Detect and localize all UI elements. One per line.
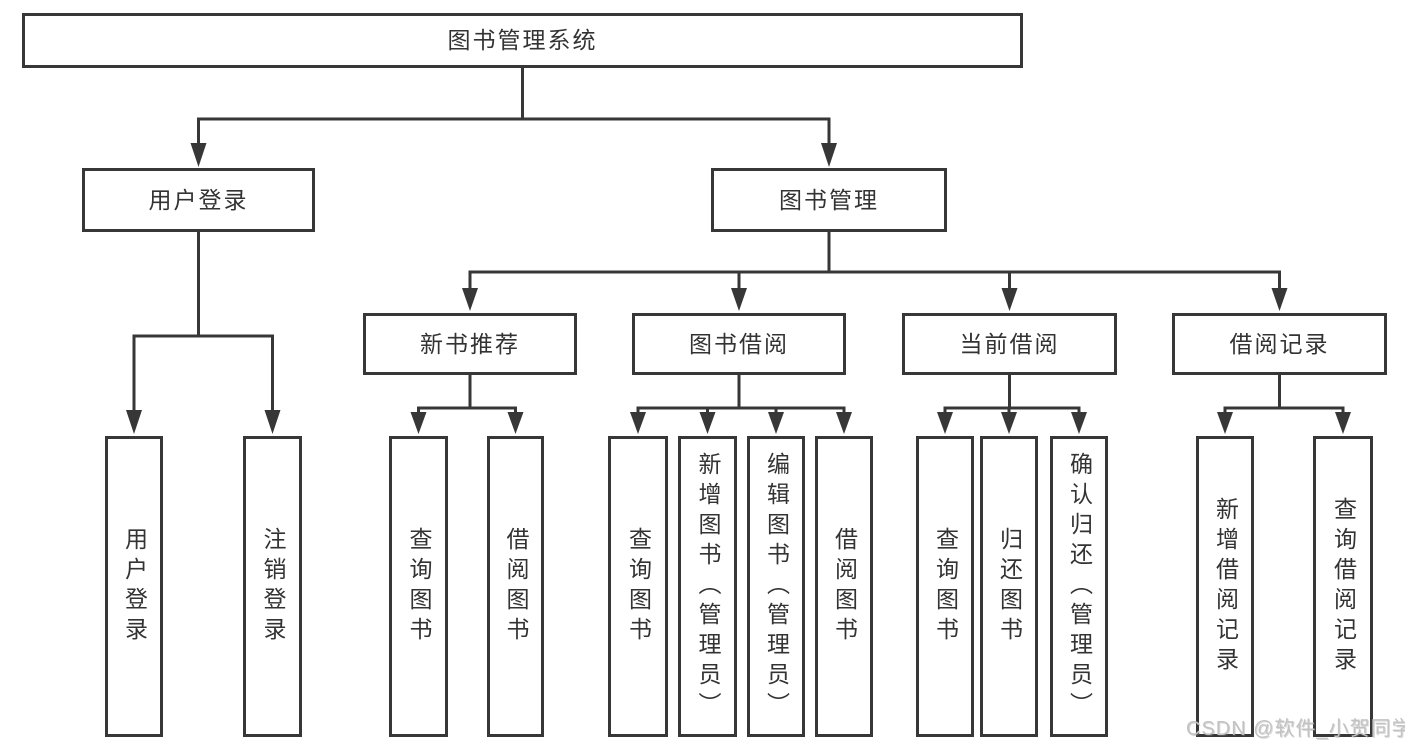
leaf-borrow-add-books-admin: 新增图书（管理员） [678,436,737,737]
connector-newbook-to-leaves [417,375,517,414]
leaf-current-confirm-return-admin: 确认归还（管理员） [1050,436,1108,737]
arrowheads-records-leaves [1217,412,1351,434]
leaf-records-add-record: 新增借阅记录 [1196,436,1254,737]
node-user-login: 用户登录 [82,168,315,232]
csdn-watermark: CSDN @软件_小贺同学 [1186,718,1405,740]
arrowheads-newbook-leaves [410,412,524,434]
node-book-mgmt: 图书管理 [711,168,947,232]
connector-userlogin-to-leaves [132,232,274,412]
connector-root-to-level2 [197,68,831,146]
leaf-user-login: 用户登录 [105,436,163,737]
connector-bookborrow-to-leaves [636,375,846,414]
node-root: 图书管理系统 [22,13,1023,68]
arrowheads-level3 [462,288,1288,311]
leaf-borrow-borrow-books: 借阅图书 [815,436,873,737]
leaf-logout: 注销登录 [243,436,302,737]
leaf-newbook-borrow-books: 借阅图书 [487,436,544,737]
leaf-records-query-record: 查询借阅记录 [1313,436,1373,737]
node-book-borrow: 图书借阅 [632,313,846,375]
leaf-borrow-edit-books-admin: 编辑图书（管理员） [747,436,805,737]
node-borrow-records: 借阅记录 [1172,313,1387,375]
connector-records-to-leaves [1223,375,1345,414]
node-new-book-recommend: 新书推荐 [363,313,577,375]
node-current-borrow: 当前借阅 [902,313,1117,375]
leaf-newbook-query-books: 查询图书 [389,436,448,737]
leaf-borrow-query-books: 查询图书 [608,436,668,737]
arrowheads-currentborrow-leaves [937,412,1087,434]
leaf-current-query-books: 查询图书 [916,436,974,737]
connector-bookmgmt-to-level3 [468,232,1281,290]
arrowheads-userlogin-leaves [126,410,281,434]
arrowheads-bookborrow-leaves [630,412,852,434]
leaf-current-return-books: 归还图书 [980,436,1038,737]
connector-currentborrow-to-leaves [943,375,1081,414]
arrowheads-level2 [190,143,837,167]
